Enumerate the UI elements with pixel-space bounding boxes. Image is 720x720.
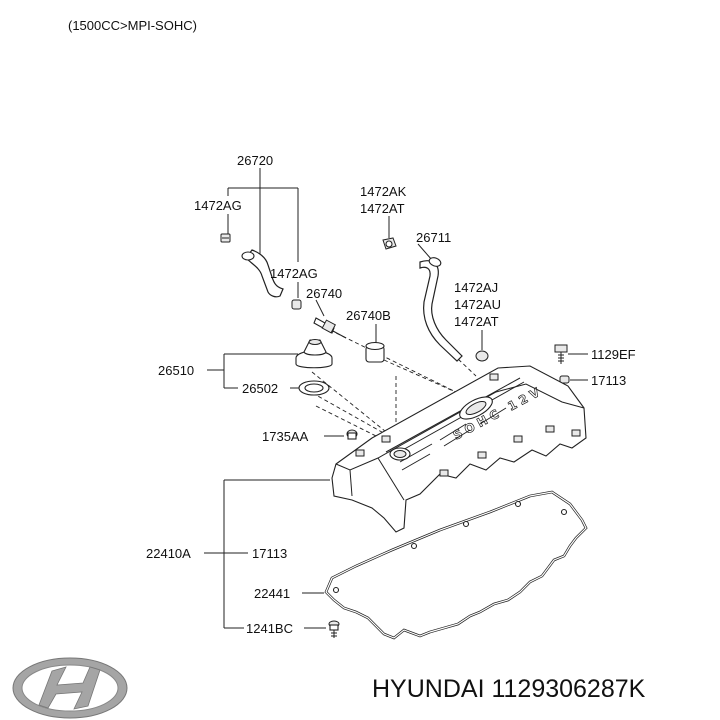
label-26740b: 26740B (346, 308, 391, 323)
label-1735aa: 1735AA (262, 429, 309, 444)
rocker-cover-22410a: SOHC 12V (331, 365, 587, 533)
label-1472at-top: 1472AT (360, 201, 405, 216)
label-22410a: 22410A (146, 546, 191, 561)
engine-spec-header: (1500CC>MPI-SOHC) (68, 18, 197, 33)
bolt-1241bc (328, 620, 340, 638)
breather-hose-26711 (419, 260, 463, 362)
label-1241bc: 1241BC (246, 621, 293, 636)
part-labels: 26720 1472AG 1472AG 26740 26740B 1472AK … (146, 153, 636, 636)
clamp-1472ag-left (220, 233, 231, 243)
clamp-1472ag-right (291, 299, 302, 310)
label-1472at-right: 1472AT (454, 314, 499, 329)
breather-hose-26720 (245, 249, 284, 298)
label-26740: 26740 (306, 286, 342, 301)
bolt-1129ef (554, 344, 568, 364)
hyundai-logo-icon (12, 657, 128, 719)
label-26502: 26502 (242, 381, 278, 396)
leader-lines (204, 168, 588, 629)
gasket-holes (332, 500, 568, 594)
pcv-valve-26740 (313, 317, 347, 339)
label-26720: 26720 (237, 153, 273, 168)
label-26510: 26510 (158, 363, 194, 378)
brand-part-number: HYUNDAI 1129306287K (372, 675, 646, 703)
label-26711: 26711 (416, 230, 451, 245)
label-1472ag-right: 1472AG (270, 266, 318, 281)
label-1472ag-left: 1472AG (194, 198, 242, 213)
label-17113-bottom: 17113 (252, 546, 287, 561)
label-22441: 22441 (254, 586, 290, 601)
label-1472aj: 1472AJ (454, 280, 498, 295)
cap-gasket-26502 (298, 380, 330, 396)
oil-filler-cap-26510 (295, 339, 333, 369)
washer-17113-top (559, 375, 570, 384)
plug-1735aa (346, 429, 358, 440)
label-1472au: 1472AU (454, 297, 501, 312)
label-1472ak: 1472AK (360, 184, 407, 199)
label-17113-top: 17113 (591, 373, 626, 388)
clamp-1472ak (382, 237, 397, 250)
grommet-26740b (365, 341, 385, 363)
label-1129ef: 1129EF (591, 347, 636, 362)
